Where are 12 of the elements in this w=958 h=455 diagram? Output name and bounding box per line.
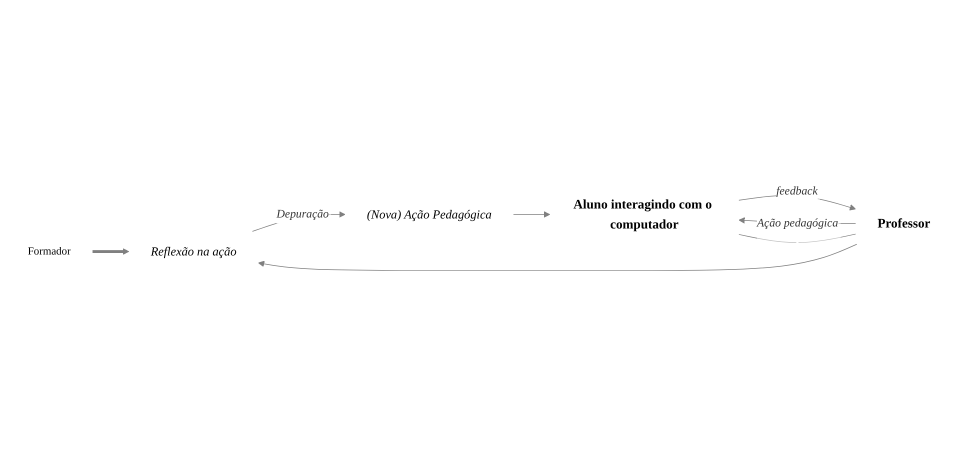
arrow	[92, 248, 130, 255]
arrow	[258, 244, 858, 272]
node-text: Professor	[877, 216, 930, 231]
edge-label: feedback	[776, 185, 818, 198]
node-text: Formador	[28, 246, 71, 258]
node-text: Aluno interagindo com o computador	[573, 197, 712, 232]
connector	[738, 234, 856, 244]
node-text: (Nova) Ação Pedagógica	[366, 208, 492, 222]
node-text: Reflexão na ação	[150, 244, 237, 258]
arrow	[513, 211, 550, 218]
edge-label: Ação pedagógica	[757, 217, 838, 230]
edge-label: Depuração	[276, 208, 329, 220]
